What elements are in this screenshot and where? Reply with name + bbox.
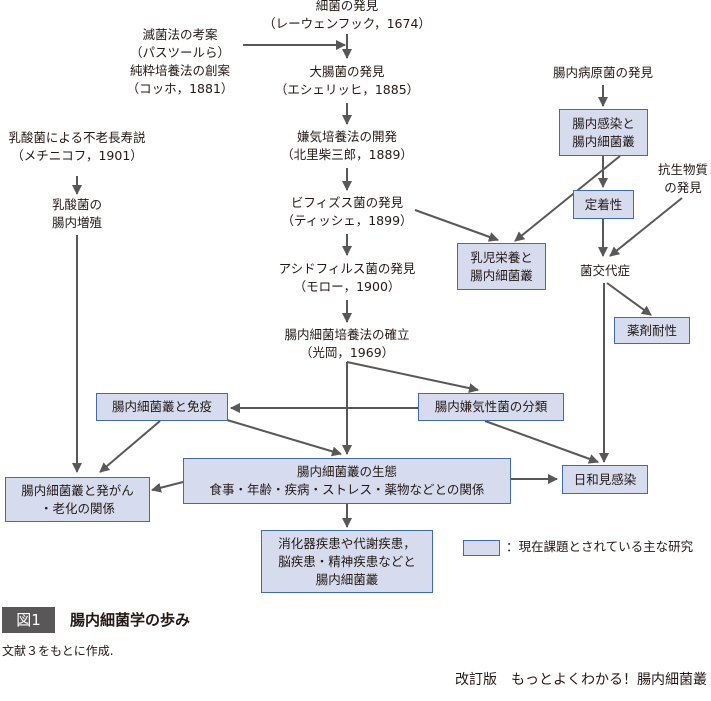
node-line: （光岡，1969）: [299, 345, 395, 360]
node-lactic-growth: 乳酸菌の 腸内増殖: [37, 196, 117, 232]
node-line: （エシェリッヒ，1885）: [274, 82, 420, 97]
node-ecoli: 大腸菌の発見 （エシェリッヒ，1885）: [257, 63, 437, 99]
box-infant-nutrition: 乳児栄養と 腸内細菌叢: [457, 243, 546, 290]
box-line: 脳疾患・精神疾患などと: [278, 553, 416, 569]
box-ecology: 腸内細菌叢の生態 食事・年齢・疾病・ストレス・薬物などとの関係: [183, 458, 511, 504]
node-line: （メチニコフ，1901）: [11, 148, 143, 163]
arrow-bifidus-to-infant: [414, 209, 499, 242]
box-drug-resistance: 薬剤耐性: [614, 317, 690, 344]
arrow-ecology-to-cancer: [151, 481, 184, 493]
box-diseases: 消化器疾患や代謝疾患， 脳疾患・精神疾患などと 腸内細菌叢: [261, 530, 433, 593]
box-line: 消化器疾患や代謝疾患，: [278, 535, 416, 551]
node-bifidus: ビフィズス菌の発見 （ティッシェ，1899）: [257, 194, 437, 230]
node-line: アシドフィルス菌の発見: [278, 261, 416, 276]
node-metchnikoff: 乳酸菌による不老長寿説 （メチニコフ，1901）: [0, 129, 157, 165]
box-line: 薬剤耐性: [626, 322, 677, 338]
book-title: 改訂版 もっとよくわかる！腸内細菌叢: [455, 672, 707, 688]
node-line: の発見: [664, 180, 702, 195]
legend-swatch: [463, 540, 500, 556]
node-line: 菌交代症: [579, 263, 630, 278]
box-line: 腸内細菌叢と免疫: [111, 399, 212, 414]
box-immunity: 腸内細菌叢と免疫: [96, 393, 228, 421]
node-line: 大腸菌の発見: [309, 64, 385, 79]
arrow-culture-to-anaerobe: [346, 361, 479, 394]
node-line: 腸内細菌培養法の確立: [284, 327, 410, 342]
figure-badge: 図1: [2, 607, 55, 633]
node-line: （ティッシェ，1899）: [281, 213, 413, 228]
node-line: 滅菌法の考案: [142, 27, 218, 42]
box-line: 腸内細菌叢の生態: [296, 464, 397, 479]
box-opportunistic: 日和見感染: [562, 465, 648, 494]
arrow-anaerobe-to-opportunistic: [484, 420, 599, 464]
box-line: 腸内細菌叢と発がん: [21, 482, 134, 498]
box-line: 日和見感染: [573, 471, 637, 487]
box-line: 定着性: [584, 196, 623, 212]
node-line: ビフィズス菌の発見: [290, 195, 404, 210]
node-line: 乳酸菌の: [51, 197, 102, 212]
node-sterilization: 滅菌法の考案 （パスツールら） 純粋培養法の創案 （コッホ，1881）: [120, 26, 240, 98]
box-anaerobe-classification: 腸内嫌気性菌の分類: [418, 393, 564, 421]
node-line: 純粋培養法の創案: [129, 63, 230, 78]
node-line: 嫌気培養法の開発: [296, 129, 397, 144]
node-pathogen-discovery: 腸内病原菌の発見: [543, 64, 663, 82]
node-line: 腸内病原菌の発見: [552, 65, 653, 80]
source-note: 文献３をもとに作成.: [2, 644, 114, 658]
node-line: 腸内増殖: [51, 215, 102, 230]
node-line: （コッホ，1881）: [126, 81, 234, 96]
arrow-substitution-to-resistance: [606, 282, 652, 316]
node-line: 抗生物質: [657, 162, 708, 177]
node-line: （北里柴三郎，1889）: [281, 147, 413, 162]
box-infection-flora: 腸内感染と 腸内細菌叢: [559, 109, 648, 156]
node-anaerobic-culture: 嫌気培養法の開発 （北里柴三郎，1889）: [257, 128, 437, 164]
arrow-immunity-to-ecology: [226, 419, 342, 457]
node-line: （モロー，1900）: [293, 279, 401, 294]
box-line: 腸内嫌気性菌の分類: [434, 399, 548, 414]
node-line: 細菌の発見: [315, 0, 379, 13]
box-line: 腸内細菌叢: [572, 133, 635, 149]
box-line: 腸内細菌叢: [315, 571, 379, 587]
node-line: （パスツールら）: [129, 45, 230, 60]
node-acidophilus: アシドフィルス菌の発見 （モロー，1900）: [247, 260, 447, 296]
node-line: 乳酸菌による不老長寿説: [8, 130, 146, 145]
box-colonization: 定着性: [573, 190, 634, 219]
node-antibiotics: 抗生物質 の発見: [648, 161, 711, 197]
node-culture-established: 腸内細菌培養法の確立 （光岡，1969）: [257, 326, 437, 362]
arrow-antibiotics-to-substitution: [609, 197, 683, 257]
box-line: 乳児栄養と: [470, 249, 533, 265]
node-line: （レーウェンフック，1674）: [263, 16, 431, 31]
legend-text: ：現在課題とされている主な研究: [506, 539, 694, 554]
box-line: 食事・年齢・疾病・ストレス・薬物などとの関係: [209, 482, 485, 497]
node-bacteria-discovery: 細菌の発見 （レーウェンフック，1674）: [247, 0, 447, 33]
node-substitution: 菌交代症: [565, 262, 645, 280]
box-line: 腸内感染と: [572, 115, 635, 131]
arrow-infection-to-infant: [514, 155, 621, 242]
box-line: ・老化の関係: [39, 500, 115, 516]
arrow-immunity-to-cancer: [99, 420, 161, 473]
box-cancer-aging: 腸内細菌叢と発がん ・老化の関係: [5, 477, 150, 522]
box-line: 腸内細菌叢: [470, 267, 533, 283]
figure-title: 腸内細菌学の歩み: [70, 611, 191, 629]
